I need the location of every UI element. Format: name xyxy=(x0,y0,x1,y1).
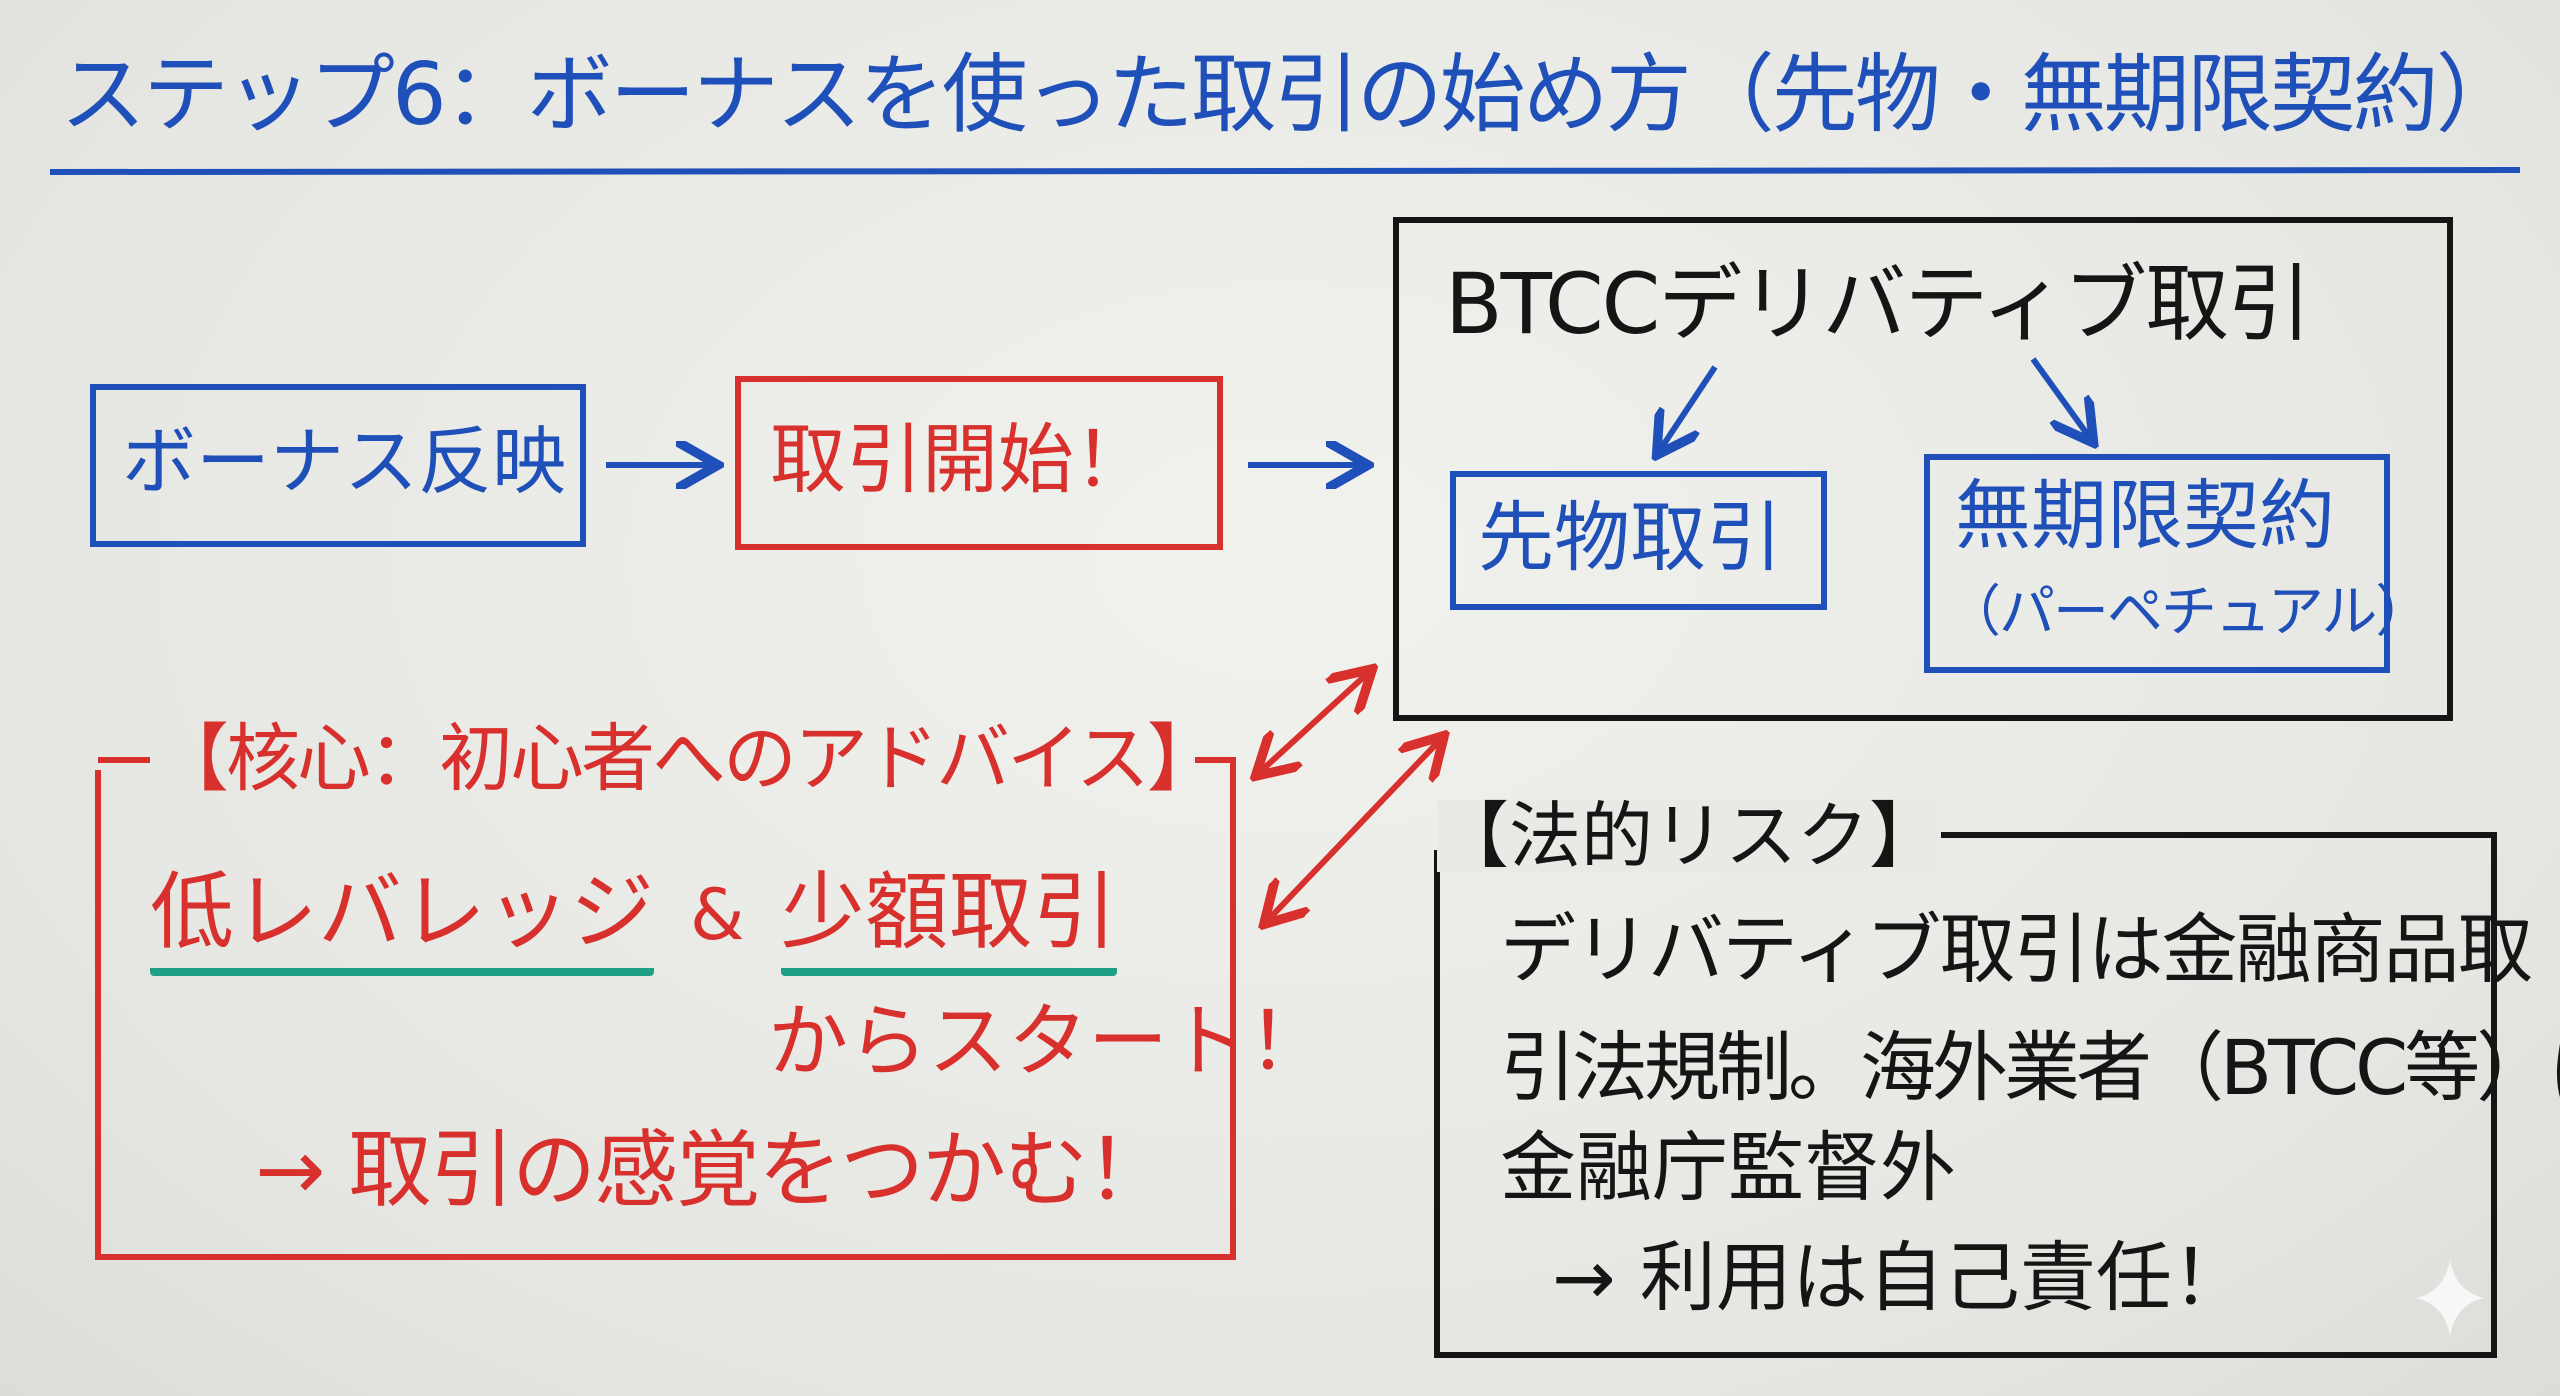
legal-line-4: → 利用は自己責任！ xyxy=(1552,1233,2248,1322)
perpetual-label: 無期限契約 xyxy=(1955,471,2335,560)
advice-low-leverage: 低レバレッジ xyxy=(150,870,655,976)
page-title: ステップ6：ボーナスを使った取引の始め方（先物・無期限契約） xyxy=(60,45,2522,145)
advice-points-row: 低レバレッジ & 少額取引 xyxy=(150,870,1117,976)
arrow-perpetual xyxy=(2030,357,2090,438)
legal-heading: 【法的リスク】 xyxy=(1437,794,1942,878)
advice-small-amount: 少額取引 xyxy=(780,870,1117,976)
box-derivatives xyxy=(1393,217,2453,721)
arrow-futures xyxy=(1660,365,1718,450)
double-arrow-2 xyxy=(1268,740,1440,920)
double-arrow-1 xyxy=(1260,673,1368,772)
advice-result: → 取引の感覚をつかむ！ xyxy=(255,1121,1170,1219)
box-start xyxy=(735,376,1223,550)
box-perpetual xyxy=(1924,454,2390,673)
box-advice xyxy=(95,757,1236,1260)
step-bonus-label: ボーナス反映 xyxy=(122,419,566,505)
legal-line-2: 引法規制。海外業者（BTCC等）は xyxy=(1500,1023,2560,1112)
advice-heading: 【核心：初心者へのアドバイス】 xyxy=(155,716,1221,802)
legal-line-1: デリバティブ取引は金融商品取 xyxy=(1500,905,2533,994)
title-underline xyxy=(49,167,2521,175)
step-start-label: 取引開始！ xyxy=(770,415,1150,504)
legal-line-3: 金融庁監督外 xyxy=(1500,1123,1956,1212)
advice-amp: & xyxy=(690,874,745,956)
box-futures xyxy=(1450,471,1827,610)
futures-label: 先物取引 xyxy=(1478,493,1782,582)
derivatives-heading: BTCCデリバティブ取引 xyxy=(1445,255,2311,353)
box-bonus xyxy=(90,384,586,547)
advice-start: からスタート！ xyxy=(768,995,1328,1088)
perpetual-sub-label: （パーペチュアル） xyxy=(1945,580,2431,645)
sparkle-icon xyxy=(2416,1260,2484,1336)
